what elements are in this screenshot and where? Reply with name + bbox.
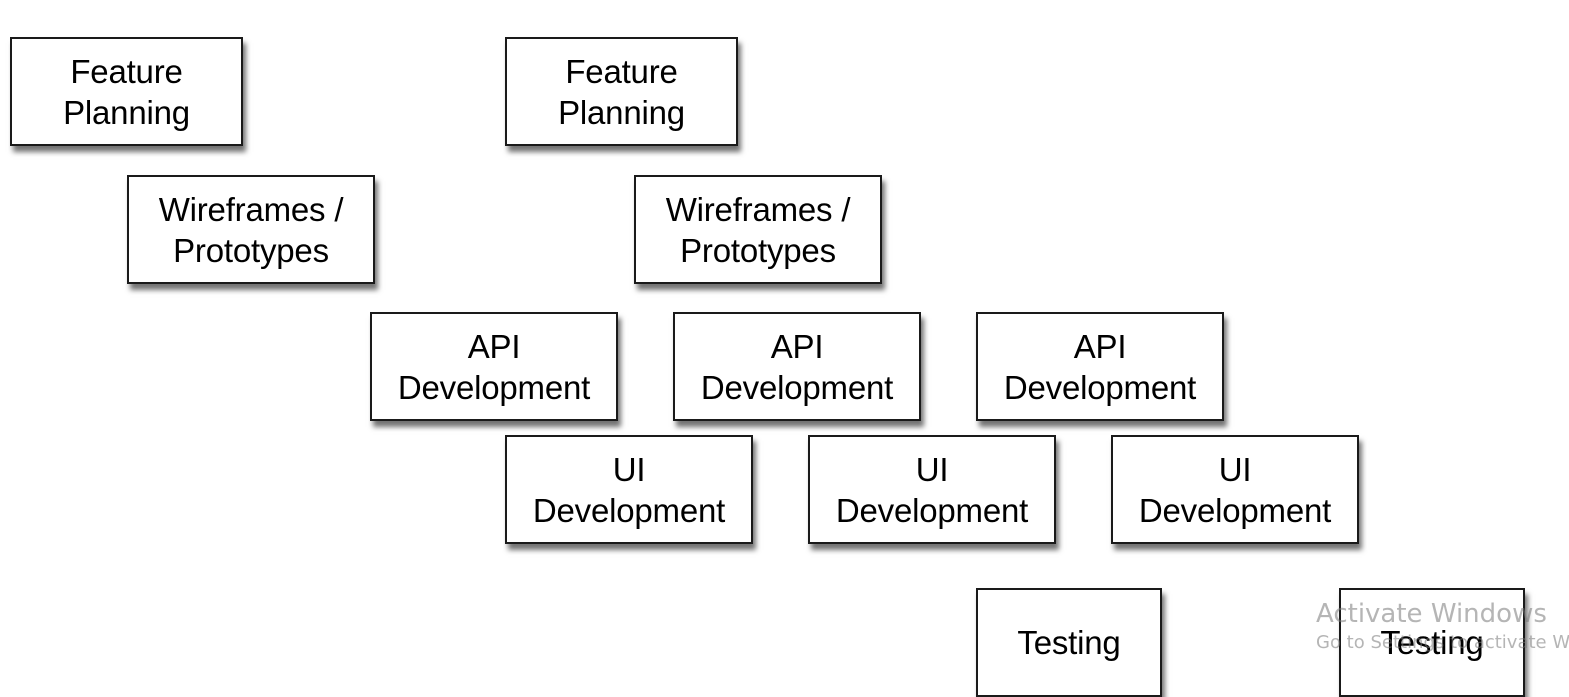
api-development-box-2: API Development [673,312,921,421]
testing-box-1: Testing [976,588,1162,697]
api-development-box-3: API Development [976,312,1224,421]
box-label: API Development [397,327,591,406]
box-label: API Development [1003,327,1197,406]
box-label: Wireframes / Prototypes [158,190,344,269]
ui-development-box-1: UI Development [505,435,753,544]
wireframes-box-2: Wireframes / Prototypes [634,175,882,284]
box-label: Testing [1380,624,1484,661]
wireframes-box-1: Wireframes / Prototypes [127,175,375,284]
box-label: UI Development [1138,450,1332,529]
box-label: Testing [1017,624,1121,661]
ui-development-box-2: UI Development [808,435,1056,544]
feature-planning-box-2: Feature Planning [505,37,738,146]
box-label: API Development [700,327,894,406]
box-label: UI Development [835,450,1029,529]
testing-box-2: Testing [1339,588,1525,697]
box-label: Wireframes / Prototypes [665,190,851,269]
feature-planning-box-1: Feature Planning [10,37,243,146]
box-label: Feature Planning [558,52,685,131]
box-label: Feature Planning [63,52,190,131]
api-development-box-1: API Development [370,312,618,421]
box-label: UI Development [532,450,726,529]
ui-development-box-3: UI Development [1111,435,1359,544]
